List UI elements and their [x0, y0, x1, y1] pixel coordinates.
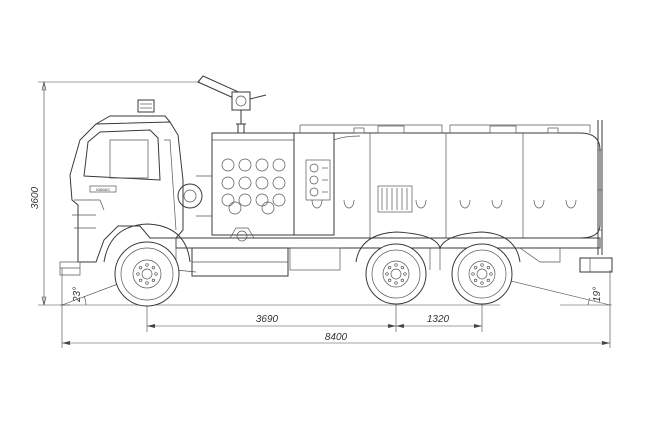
front-wheel-arch	[103, 223, 191, 263]
wheel-bolt	[145, 263, 149, 267]
overall-height-dimension: 3600	[30, 81, 200, 306]
wheel-bolt	[480, 281, 484, 285]
wheel-bolt	[136, 272, 140, 276]
wheel-bolt	[385, 272, 389, 276]
wheel-bolt	[387, 278, 392, 283]
departure-angle-label: 19°	[592, 287, 603, 302]
wheel-bolt	[486, 265, 491, 270]
beacon-light	[137, 99, 155, 113]
wheel-bolt	[486, 278, 491, 283]
wheelbase-label: 3690	[256, 314, 279, 325]
wheel-bolt	[400, 265, 405, 270]
wheel-bolt	[151, 278, 156, 283]
pump-wheel	[177, 183, 203, 209]
rear-wheel-1	[365, 243, 427, 305]
pump-compartment	[177, 132, 295, 236]
wheel-bolt	[473, 278, 478, 283]
overall-length-dimension: 8400	[61, 268, 611, 348]
rear-wheel-2	[451, 243, 513, 305]
side-grille	[377, 185, 413, 213]
cab-badge: КАМАЗ	[96, 187, 110, 192]
bogie-label: 1320	[427, 314, 450, 325]
cab: КАМАЗ	[59, 99, 184, 276]
control-panel	[293, 132, 335, 236]
wheel-bolt	[489, 272, 493, 276]
wheel-bolt	[394, 263, 398, 267]
wheel-bolt	[138, 265, 143, 270]
length-label: 8400	[325, 332, 348, 343]
hose-couplings-grid	[221, 158, 286, 215]
chassis-frame	[175, 227, 613, 277]
wheel-bolt	[138, 278, 143, 283]
approach-angle-label: 23°	[72, 287, 83, 303]
height-label: 3600	[30, 186, 41, 209]
wheel-bolt	[480, 263, 484, 267]
wheel-bolt	[154, 272, 158, 276]
water-tank	[299, 120, 603, 255]
bogie-dimension: 1320	[396, 314, 482, 328]
water-monitor	[197, 75, 267, 133]
wheel-bolt	[394, 281, 398, 285]
wheel-bolt	[387, 265, 392, 270]
rear-wheel-arch	[355, 231, 521, 263]
front-wheel	[114, 241, 180, 307]
wheel-bolt	[473, 265, 478, 270]
wheel-bolt	[151, 265, 156, 270]
wheel-bolt	[400, 278, 405, 283]
tank-handles	[311, 199, 577, 209]
wheel-bolt	[471, 272, 475, 276]
wheel-bolt	[145, 281, 149, 285]
wheel-bolt	[403, 272, 407, 276]
